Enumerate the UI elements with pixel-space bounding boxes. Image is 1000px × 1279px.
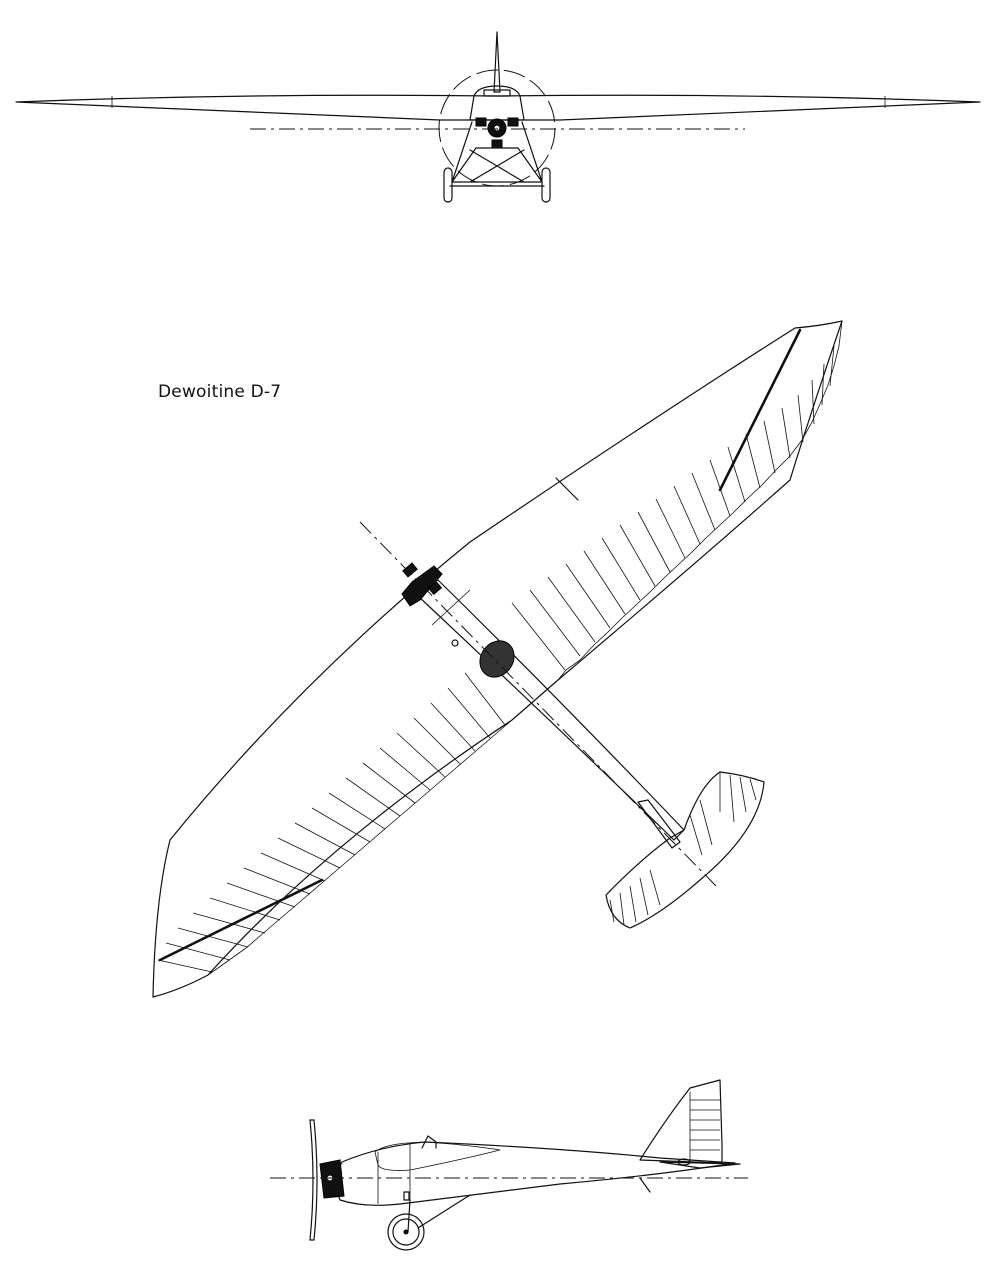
top-view-wing: [152, 320, 843, 998]
front-view-right-wheel: [541, 167, 551, 203]
front-view-fuselage: [469, 85, 525, 121]
drawing-title: Dewoitine D-7: [158, 382, 282, 402]
top-view-wing-trailing-edge-right: [557, 320, 843, 681]
top-view-wing-trailing-edge-left: [207, 719, 513, 976]
top-view-wing-ribs-left: [157, 672, 506, 973]
top-view-wing-ribs-right: [511, 345, 835, 671]
top-view-tailplane-ribs: [609, 772, 757, 926]
side-view-fin: [639, 1079, 723, 1164]
top-view-tailplane: [605, 771, 765, 929]
side-view-rudder-ribs: [689, 1092, 720, 1160]
side-view-wheel: [387, 1213, 425, 1251]
top-view-cockpit: [479, 640, 515, 678]
top-view-left-aileron: [158, 878, 324, 962]
top-view: [152, 320, 843, 998]
top-view-fuel-cap: [451, 639, 459, 647]
top-view-centreline: [359, 521, 719, 889]
side-view-tailskid: [639, 1177, 651, 1193]
side-view-tailplane: [659, 1161, 741, 1169]
front-view-fin: [493, 31, 501, 93]
top-view-tail-fin: [637, 799, 681, 849]
side-view-propeller: [309, 1119, 318, 1241]
top-view-fuselage: [417, 579, 685, 841]
top-view-pitot: [555, 477, 579, 501]
front-view-undercarriage: [451, 121, 543, 183]
side-view-windscreen: [421, 1135, 437, 1149]
front-view: [15, 31, 981, 203]
side-view: [270, 1079, 748, 1251]
front-view-left-wheel: [443, 167, 453, 203]
side-view-undercarriage: [407, 1194, 471, 1233]
side-view-fuselage: [335, 1141, 736, 1206]
front-view-wing: [15, 94, 981, 121]
top-view-right-aileron: [718, 328, 802, 492]
